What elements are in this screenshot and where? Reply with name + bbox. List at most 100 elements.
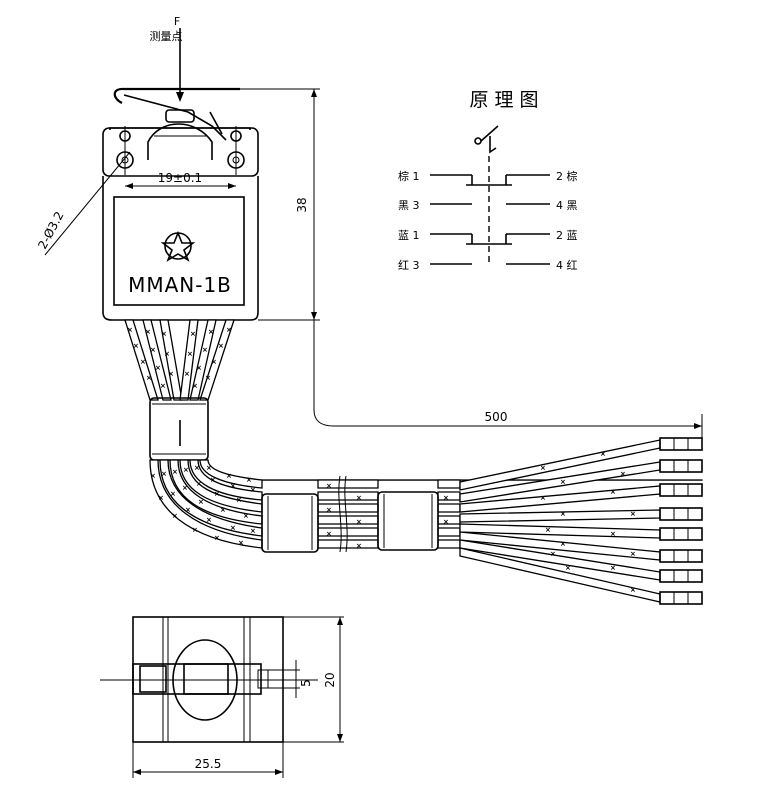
- svg-text:×: ×: [243, 512, 249, 520]
- model-label: MMAN-1B: [128, 273, 232, 297]
- force-label: F: [174, 15, 180, 28]
- schematic-right-3: 2 蓝: [556, 229, 578, 242]
- svg-text:×: ×: [545, 526, 551, 534]
- svg-text:×: ×: [630, 510, 636, 518]
- svg-text:×: ×: [192, 526, 198, 534]
- svg-text:×: ×: [600, 450, 606, 458]
- star-icon: [160, 230, 196, 262]
- svg-text:×: ×: [140, 358, 146, 366]
- svg-text:×: ×: [184, 370, 190, 378]
- svg-text:×: ×: [560, 478, 566, 486]
- svg-text:×: ×: [161, 470, 167, 478]
- label-plate: [113, 196, 245, 306]
- svg-text:×: ×: [161, 330, 167, 338]
- svg-text:×: ×: [172, 468, 178, 476]
- force-arrow-icon: [176, 92, 184, 102]
- svg-text:×: ×: [214, 534, 220, 542]
- schematic-right-1: 2 棕: [556, 169, 578, 183]
- svg-text:×: ×: [196, 364, 202, 372]
- svg-text:×: ×: [220, 506, 226, 514]
- svg-text:×: ×: [194, 464, 200, 472]
- svg-text:×: ×: [443, 494, 449, 502]
- svg-text:×: ×: [356, 518, 362, 526]
- svg-text:×: ×: [620, 470, 626, 478]
- cable-sleeve-1: [261, 493, 319, 553]
- force-indicator: F 测量点: [150, 15, 184, 102]
- svg-text:×: ×: [610, 564, 616, 572]
- svg-text:×: ×: [133, 342, 139, 350]
- svg-text:×: ×: [150, 346, 156, 354]
- switch-head: [102, 109, 259, 177]
- svg-text:×: ×: [218, 342, 224, 350]
- side-20-label: 20: [323, 672, 337, 687]
- schematic-right-2: 4 黑: [556, 199, 578, 212]
- svg-text:×: ×: [205, 374, 211, 382]
- svg-text:×: ×: [236, 496, 242, 504]
- svg-text:×: ×: [127, 326, 133, 334]
- height-dim: 38: [240, 88, 320, 321]
- schematic-title: 原 理 图: [469, 89, 538, 111]
- cable-sleeve-vertical: [149, 397, 209, 461]
- svg-text:×: ×: [211, 358, 217, 366]
- svg-text:×: ×: [168, 370, 174, 378]
- svg-text:×: ×: [145, 328, 151, 336]
- svg-text:×: ×: [610, 530, 616, 538]
- svg-text:×: ×: [170, 490, 176, 498]
- svg-text:×: ×: [206, 516, 212, 524]
- cable-sleeve-2: [377, 491, 439, 551]
- svg-text:×: ×: [150, 472, 156, 480]
- svg-text:×: ×: [208, 328, 214, 336]
- svg-text:×: ×: [214, 490, 220, 498]
- svg-text:×: ×: [326, 482, 332, 490]
- svg-text:×: ×: [610, 488, 616, 496]
- svg-text:×: ×: [326, 530, 332, 538]
- svg-text:×: ×: [202, 346, 208, 354]
- svg-text:×: ×: [196, 480, 202, 488]
- svg-text:×: ×: [550, 550, 556, 558]
- svg-text:×: ×: [356, 542, 362, 550]
- svg-text:×: ×: [226, 326, 232, 334]
- svg-text:×: ×: [182, 484, 188, 492]
- svg-text:×: ×: [192, 382, 198, 390]
- schematic-right-4: 4 红: [556, 259, 578, 272]
- svg-text:×: ×: [560, 510, 566, 518]
- svg-text:×: ×: [246, 476, 252, 484]
- svg-text:×: ×: [250, 527, 256, 535]
- hole-dia-label: 2-Ø3.2: [35, 209, 66, 251]
- wires-top: ×× ×× ×× ×× ×× ×× ×× ×× ×× ×× ××: [124, 319, 235, 401]
- wire-fanout: ×× ×× ×× ×× ×× ×× ×× ××: [459, 439, 661, 603]
- hole-spacing-label: 19±0.1: [158, 171, 202, 185]
- cable-length-label: 500: [485, 410, 508, 424]
- svg-text:×: ×: [565, 564, 571, 572]
- terminals: [659, 437, 703, 605]
- svg-text:×: ×: [185, 506, 191, 514]
- svg-text:×: ×: [183, 466, 189, 474]
- svg-text:×: ×: [230, 524, 236, 532]
- svg-text:×: ×: [164, 350, 170, 358]
- svg-text:×: ×: [198, 498, 204, 506]
- svg-text:×: ×: [326, 506, 332, 514]
- svg-text:×: ×: [630, 586, 636, 594]
- svg-text:×: ×: [210, 476, 216, 484]
- svg-text:×: ×: [238, 539, 244, 547]
- svg-text:×: ×: [172, 512, 178, 520]
- svg-text:×: ×: [540, 494, 546, 502]
- wire-bundle-bend: ×× ×× ×× ×× ×× ×× ×× ×× × ×× ×× ×× ×× ××…: [149, 459, 263, 549]
- schematic-left-4: 红 3: [398, 259, 420, 272]
- svg-text:×: ×: [190, 330, 196, 338]
- schematic-left-3: 蓝 1: [398, 229, 420, 242]
- measure-point-label: 测量点: [150, 30, 183, 43]
- side-5-label: 5: [299, 679, 313, 687]
- svg-text:×: ×: [540, 464, 546, 472]
- actuator-lever: [113, 87, 240, 141]
- svg-text:×: ×: [206, 464, 212, 472]
- svg-text:×: ×: [187, 350, 193, 358]
- svg-text:×: ×: [155, 364, 161, 372]
- hole-spacing-dim: 19±0.1: [125, 171, 236, 189]
- svg-text:×: ×: [560, 540, 566, 548]
- bottom-view: 20 5 25.5: [100, 616, 344, 778]
- svg-text:×: ×: [250, 486, 256, 494]
- svg-text:×: ×: [356, 494, 362, 502]
- svg-text:×: ×: [226, 472, 232, 480]
